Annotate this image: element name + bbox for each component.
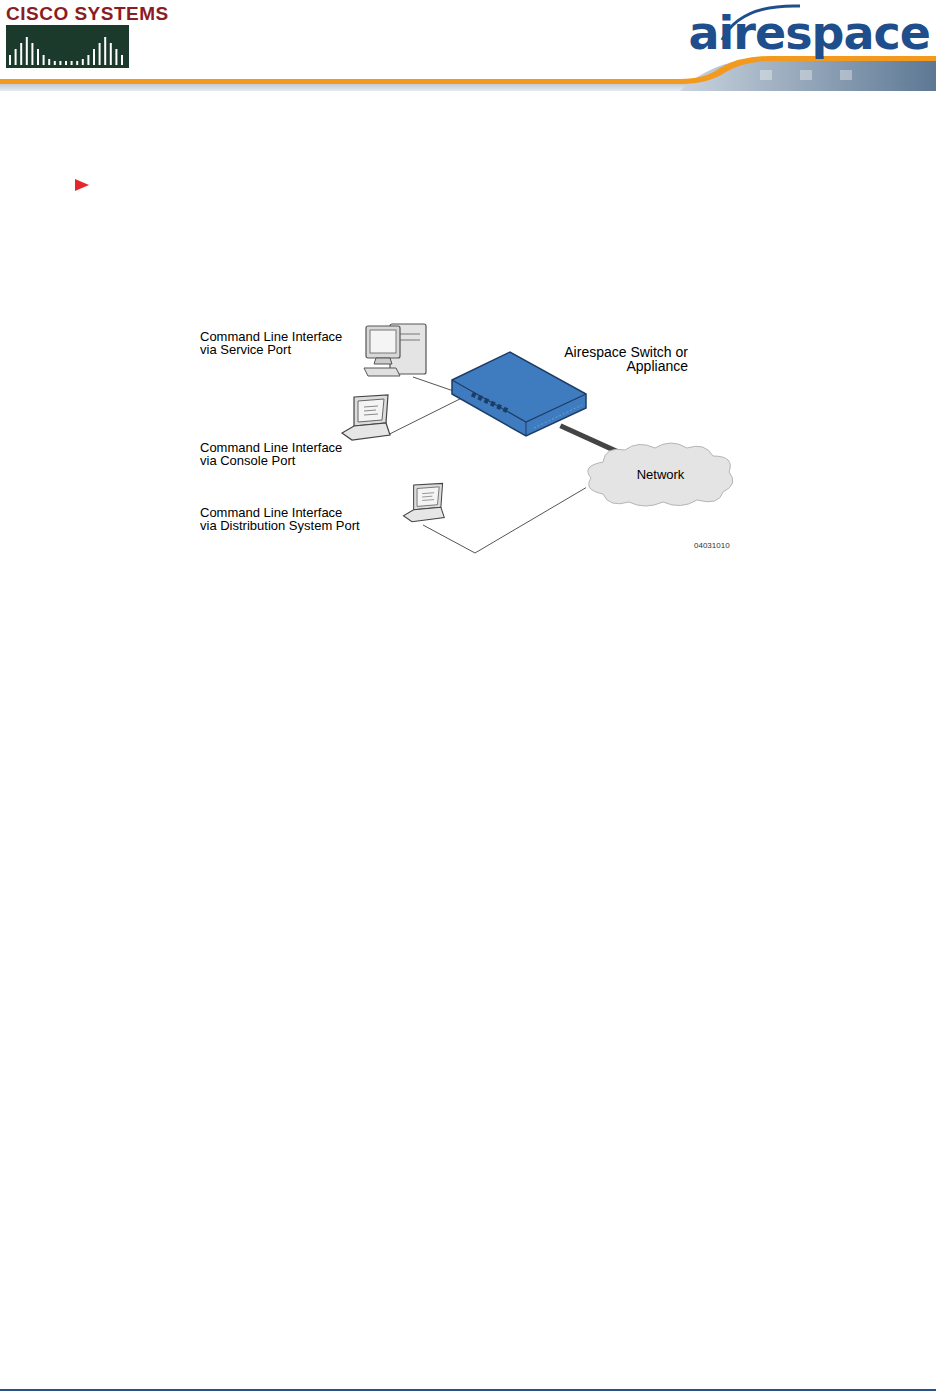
figure-id: 04031010 — [694, 541, 730, 550]
cisco-logo-box — [6, 25, 129, 68]
node-label: Airespace Switch or Appliance — [550, 345, 688, 373]
header-squares — [760, 70, 852, 80]
footer-rule — [0, 1389, 936, 1391]
node-label: Command Line Interface via Distribution … — [200, 506, 361, 532]
console-cable — [387, 398, 461, 435]
node-label: Command Line Interface via Console Port — [200, 441, 361, 467]
switch-icon — [450, 350, 588, 438]
network-cloud: Network — [583, 440, 738, 508]
console-port-laptop: Command Line Interface via Console Port — [338, 393, 392, 443]
node-label: Network — [583, 468, 738, 481]
header-orange-stripe — [0, 56, 936, 84]
cisco-logo-text: CISCO SYSTEMS — [6, 3, 169, 25]
laptop-icon — [338, 393, 392, 443]
airespace-switch: Airespace Switch or Appliance — [450, 350, 588, 438]
distribution-cable — [423, 488, 586, 553]
node-label: Command Line Interface via Service Port — [200, 330, 361, 356]
laptop-icon — [400, 481, 446, 525]
distribution-port-laptop: Command Line Interface via Distribution … — [400, 481, 446, 525]
cisco-bars — [10, 37, 122, 65]
airespace-logo-text: airespace — [688, 6, 930, 60]
bullet-arrow — [75, 179, 89, 191]
desktop-icon — [362, 320, 430, 380]
service-port-pc: Command Line Interface via Service Port — [362, 320, 430, 380]
